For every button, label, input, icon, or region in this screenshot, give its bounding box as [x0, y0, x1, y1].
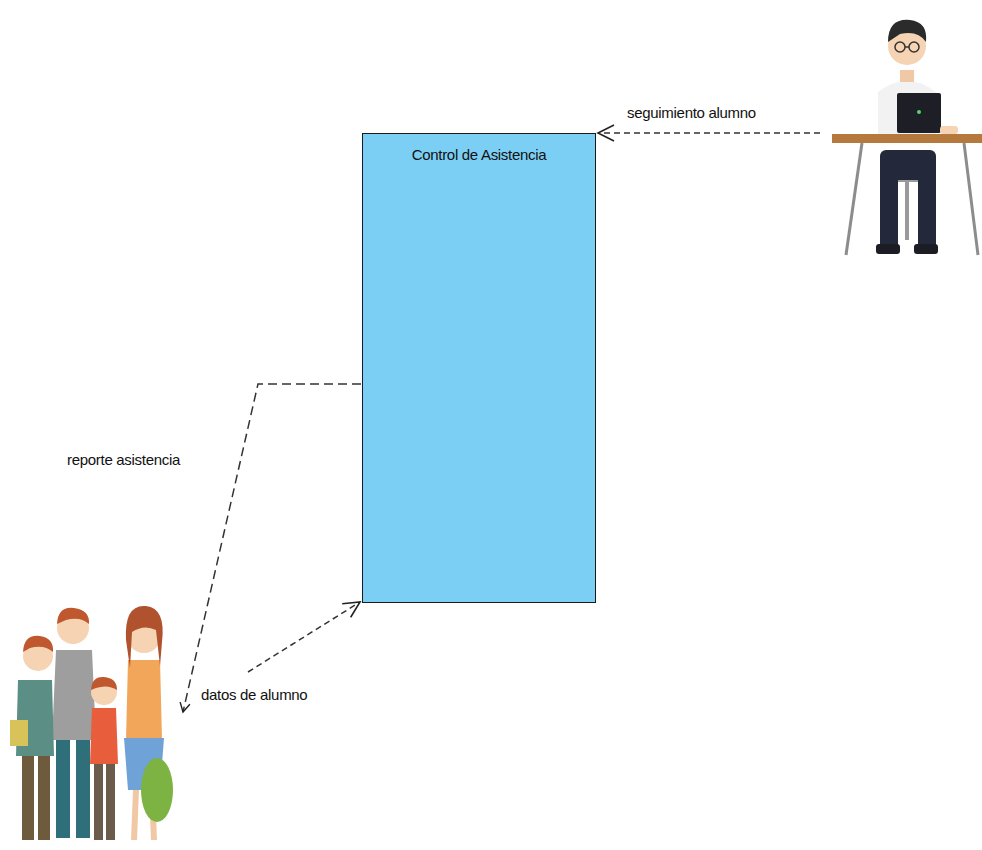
- flow-label: datos de alumno: [201, 686, 307, 703]
- students-illustration: [10, 606, 173, 840]
- flow-label: seguimiento alumno: [627, 104, 756, 121]
- flow-line: [248, 602, 360, 672]
- flow-label: reporte asistencia: [67, 451, 180, 468]
- flow-line: [183, 384, 361, 712]
- box-title: Control de Asistencia: [363, 146, 595, 163]
- process-box: Control de Asistencia: [362, 133, 596, 603]
- flow-line: [598, 132, 820, 134]
- teacher-illustration: [832, 20, 982, 255]
